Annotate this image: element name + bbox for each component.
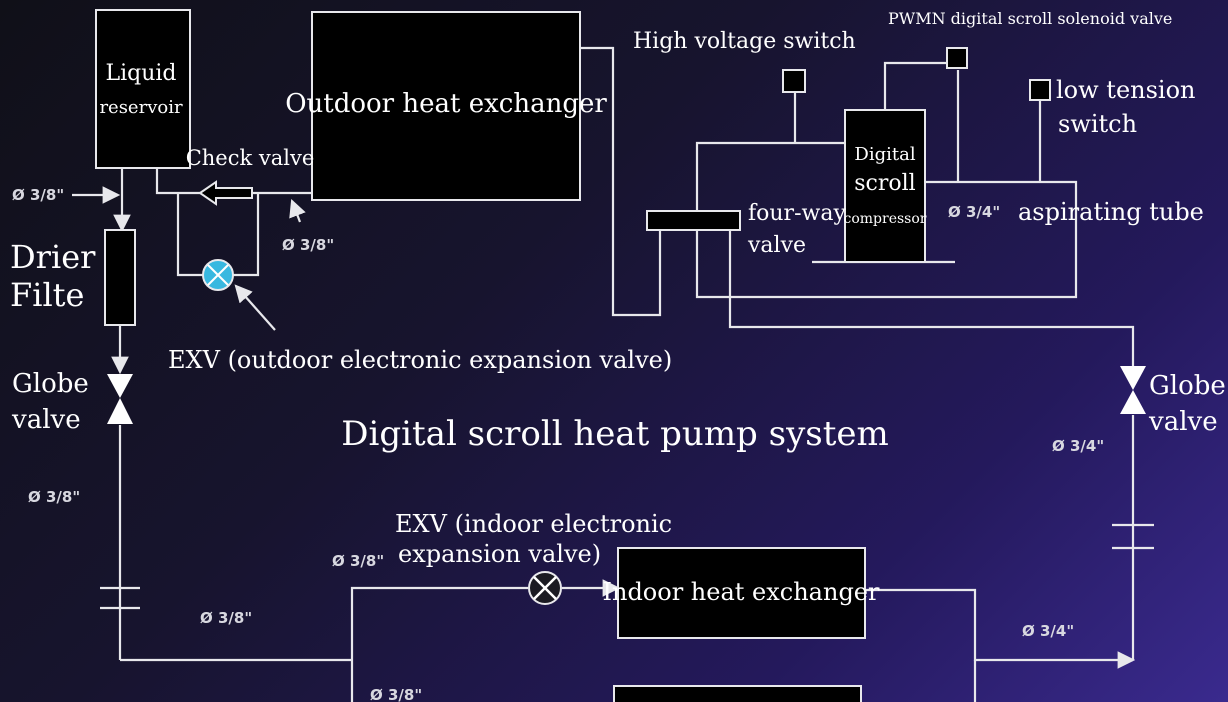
outdoor-heat-exchanger-label: Outdoor heat exchanger	[285, 89, 607, 119]
pipe-size-check-valve: Ø 3/8"	[282, 236, 334, 254]
compressor-label-3: compressor	[844, 211, 927, 227]
digital-scroll-compressor	[844, 109, 926, 263]
pipe-size-bottom-left: Ø 3/8"	[200, 609, 252, 627]
four-way-valve	[646, 210, 741, 231]
pipe-size-indoor-outlet: Ø 3/4"	[1022, 622, 1074, 640]
pipe-size-left-inlet: Ø 3/8"	[12, 186, 64, 204]
low-tension-switch	[1029, 79, 1051, 101]
drier-filter-label-2: Filte	[10, 276, 84, 314]
four-way-valve-label-1: four-way	[748, 201, 846, 226]
right-globe-valve-icon	[1120, 366, 1146, 414]
pipe-size-compressor: Ø 3/4"	[948, 203, 1000, 221]
indoor-exv-icon	[528, 571, 562, 605]
check-valve-label: Check valve	[186, 146, 315, 170]
outdoor-heat-exchanger	[311, 11, 581, 201]
pwmn-valve-label: PWMN digital scroll solenoid valve	[888, 9, 1172, 28]
liquid-reservoir-label-2: reservoir	[99, 97, 183, 118]
liquid-reservoir-label-1: Liquid	[105, 61, 176, 86]
drier-filter-label-1: Drier	[10, 238, 96, 276]
second-indoor-heat-exchanger	[613, 685, 862, 702]
left-globe-valve-label-2: valve	[11, 405, 81, 435]
aspirating-tube-label: aspirating tube	[1018, 198, 1204, 226]
compressor-label-2: scroll	[854, 171, 915, 196]
pipe-size-right-vertical: Ø 3/4"	[1052, 437, 1104, 455]
four-way-valve-label-2: valve	[747, 233, 806, 258]
pwmn-solenoid-valve	[946, 47, 968, 69]
high-voltage-switch-label: High voltage switch	[633, 29, 856, 54]
high-voltage-switch	[782, 69, 806, 93]
pipe-size-bottom-partial: Ø 3/8"	[370, 686, 422, 702]
outdoor-exv-icon	[202, 259, 234, 291]
indoor-heat-exchanger-label: Indoor heat exchanger	[603, 578, 881, 606]
low-tension-switch-label-1: low tension	[1056, 76, 1196, 104]
right-globe-valve-label-2: valve	[1148, 407, 1218, 437]
check-valve-icon	[198, 180, 253, 206]
pipe-size-indoor-exv: Ø 3/8"	[332, 552, 384, 570]
right-globe-valve-label-1: Globe	[1149, 371, 1226, 401]
exv-indoor-label-2: expansion valve)	[398, 540, 601, 568]
pipe-size-left-vertical: Ø 3/8"	[28, 488, 80, 506]
diagram-title: Digital scroll heat pump system	[341, 414, 889, 454]
compressor-label-1: Digital	[854, 144, 915, 165]
left-globe-valve-label-1: Globe	[12, 369, 89, 399]
exv-outdoor-label: EXV (outdoor electronic expansion valve)	[168, 346, 672, 374]
drier-filter	[104, 229, 136, 326]
low-tension-switch-label-2: switch	[1058, 110, 1137, 138]
left-globe-valve-icon	[107, 374, 133, 424]
indoor-heat-exchanger	[617, 547, 866, 639]
exv-indoor-label-1: EXV (indoor electronic	[395, 510, 672, 538]
liquid-reservoir	[95, 9, 191, 169]
